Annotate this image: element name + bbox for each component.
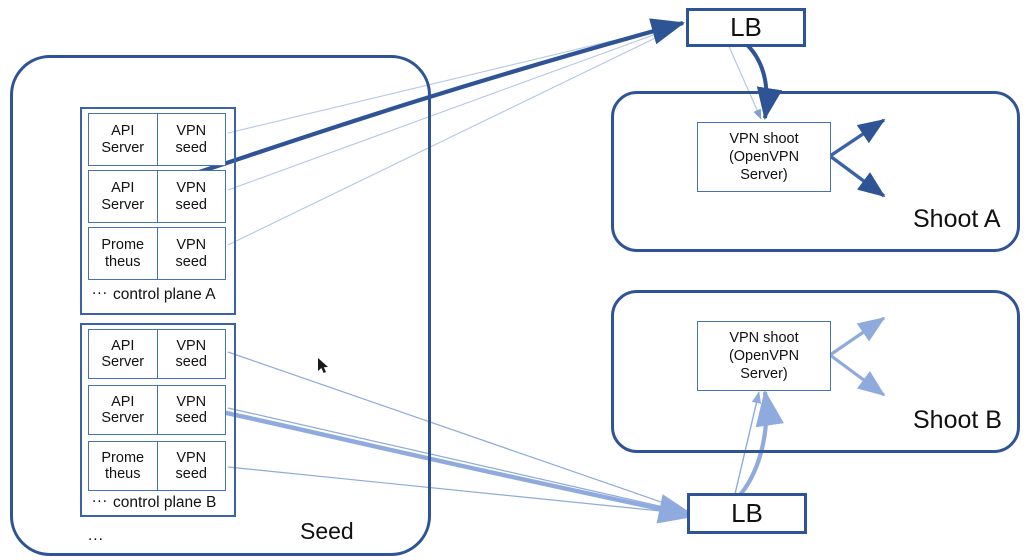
control-plane-a[interactable] [80, 107, 236, 315]
pod-text-line: VPN [176, 123, 207, 140]
shoot-b-container [611, 290, 1020, 453]
shoot-a-label: Shoot A [913, 205, 1001, 233]
pod-text-line: theus [105, 466, 141, 482]
wire-lb-top-to-vpn-shoot-a-thin [726, 41, 762, 120]
pod-component-prometheus: Prome theus [89, 442, 158, 490]
pod-component-api-server: API Server [89, 330, 158, 378]
pod-text-line: VPN [176, 393, 207, 410]
shoot-b-vpn-server[interactable]: VPN shoot (OpenVPN Server) [697, 321, 831, 391]
vpn-shoot-line-3: Server) [740, 366, 788, 383]
pod-component-vpn-seed: VPN seed [158, 442, 226, 490]
pod-text-line: VPN [176, 237, 207, 254]
wire-cpA-pod2-to-lb-top [227, 25, 679, 191]
pod-text-line: Prome [101, 237, 145, 254]
seed-trailing-dots: ... [88, 527, 104, 544]
pod-component-vpn-seed: VPN seed [158, 386, 226, 434]
pod-text-line: seed [175, 196, 207, 213]
pod-text-line: seed [175, 354, 207, 370]
wire-cpA-pod3-to-lb-top [227, 26, 679, 246]
vpn-shoot-line-1: VPN shoot [729, 130, 799, 147]
control-plane-b-dots: ... [92, 489, 108, 506]
pod-text-line: seed [175, 410, 207, 426]
pod-text-line: seed [175, 253, 207, 270]
load-balancer-bottom[interactable]: LB [687, 493, 807, 534]
vpn-shoot-line-2: (OpenVPN [728, 148, 800, 165]
vpn-shoot-line-3: Server) [740, 167, 788, 184]
wire-shoot-b-fanout-upper [829, 316, 886, 357]
wire-cpB-pod3-to-lb-bottom [227, 466, 691, 515]
seed-label: Seed [300, 518, 354, 544]
wire-cpB-pod2-to-lb-bottom [227, 407, 691, 514]
control-plane-a-dots: ... [92, 281, 108, 298]
pod-text-line: Server [101, 196, 145, 213]
pod-text-line: API [111, 337, 135, 354]
load-balancer-top-label: LB [730, 12, 762, 42]
vpn-shoot-line-2: (OpenVPN [728, 347, 800, 364]
mouse-cursor-icon [318, 358, 328, 373]
pod-text-line: Server [101, 139, 145, 156]
pod-text-line: Prome [101, 449, 145, 466]
wire-shoot-a-fanout-upper [829, 118, 886, 158]
control-plane-b-pod-3[interactable]: Prome theus VPN seed [88, 441, 226, 491]
pod-component-prometheus: Prome theus [89, 228, 158, 279]
wire-lb-bottom-to-vpn-shoot-b-thin [734, 391, 762, 495]
vpn-shoot-line-1: VPN shoot [729, 329, 799, 346]
pod-text-line: API [111, 180, 135, 197]
seed-container [10, 55, 431, 556]
control-plane-a-pod-1[interactable]: API Server VPN seed [88, 113, 226, 166]
pod-text-line: seed [175, 139, 207, 156]
pod-text-line: Server [101, 354, 145, 370]
pod-component-vpn-seed: VPN seed [158, 114, 226, 165]
control-plane-a-pod-2[interactable]: API Server VPN seed [88, 170, 226, 223]
control-plane-a-label: control plane A [113, 286, 216, 303]
pod-component-vpn-seed: VPN seed [158, 228, 226, 279]
wire-shoot-a-fanout-lower [828, 154, 886, 198]
pod-text-line: API [111, 393, 135, 410]
shoot-a-container [611, 91, 1020, 252]
load-balancer-bottom-label: LB [731, 498, 763, 528]
control-plane-b-label: control plane B [113, 494, 217, 511]
wire-shoot-b-fanout-lower [829, 353, 886, 397]
pod-text-line: seed [175, 466, 207, 482]
shoot-a-vpn-server[interactable]: VPN shoot (OpenVPN Server) [697, 122, 831, 192]
pod-component-vpn-seed: VPN seed [158, 330, 226, 378]
wire-cpB-pod1-to-lb-bottom [227, 351, 691, 513]
pod-text-line: VPN [176, 449, 207, 466]
pod-text-line: VPN [176, 337, 207, 354]
control-plane-b-pod-1[interactable]: API Server VPN seed [88, 329, 226, 379]
pod-component-api-server: API Server [89, 171, 158, 222]
shoot-b-label: Shoot B [913, 406, 1002, 434]
pod-text-line: theus [105, 253, 141, 270]
load-balancer-top[interactable]: LB [686, 8, 806, 47]
pod-text-line: VPN [176, 180, 207, 197]
control-plane-b-pod-2[interactable]: API Server VPN seed [88, 385, 226, 435]
control-plane-a-pod-3[interactable]: Prome theus VPN seed [88, 227, 226, 280]
pod-component-api-server: API Server [89, 386, 158, 434]
pod-text-line: API [111, 123, 135, 140]
pod-text-line: Server [101, 410, 145, 426]
control-plane-b[interactable] [80, 323, 236, 517]
wire-cpA-pod1-to-lb-top [227, 24, 679, 134]
pod-component-vpn-seed: VPN seed [158, 171, 226, 222]
pod-component-api-server: API Server [89, 114, 158, 165]
